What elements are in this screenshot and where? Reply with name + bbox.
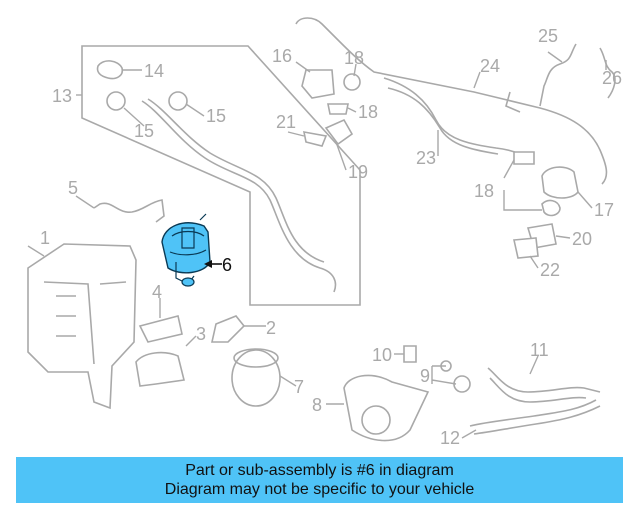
callout-15a: 15	[134, 121, 154, 141]
pump-17	[541, 166, 579, 199]
bracket-21	[302, 131, 328, 147]
valve-18-d	[541, 199, 561, 217]
callout-20: 20	[572, 229, 592, 249]
hose-23	[383, 77, 531, 163]
valve-18-c	[513, 151, 535, 165]
leader-lines	[27, 51, 607, 439]
callout-16: 16	[272, 46, 292, 66]
callout-23: 23	[416, 148, 436, 168]
banner-line-2: Diagram may not be specific to your vehi…	[164, 481, 475, 498]
callout-5: 5	[68, 178, 78, 198]
part-6-highlight	[161, 213, 211, 287]
callout-13: 13	[52, 86, 72, 106]
canister-1-detail	[43, 281, 127, 365]
callout-7: 7	[294, 377, 304, 397]
callout-3: 3	[196, 324, 206, 344]
callout-24: 24	[480, 56, 500, 76]
callout-12: 12	[440, 428, 460, 448]
callout-17: 17	[594, 200, 614, 220]
valve-10	[403, 345, 417, 363]
callout-22: 22	[540, 260, 560, 280]
callout-8: 8	[312, 395, 322, 415]
callout-10: 10	[372, 345, 392, 365]
callout-18c: 18	[474, 181, 494, 201]
callout-6: 6	[222, 255, 232, 275]
parts-diagram: 1 2 3 4 5 6 7 8 9 10 11 12 13 14 15 15 1…	[27, 17, 622, 448]
callout-25: 25	[538, 26, 558, 46]
callout-15b: 15	[206, 106, 226, 126]
canister-1	[27, 243, 137, 410]
bracket-3	[135, 351, 185, 387]
bracket-19	[324, 118, 354, 146]
hose-24-branch	[505, 91, 521, 113]
valve-4	[138, 315, 183, 343]
callout-14: 14	[144, 61, 164, 81]
hose-11	[487, 367, 601, 393]
grommet-9-b	[453, 375, 471, 393]
bracket-8-ring	[361, 405, 391, 435]
callout-21: 21	[276, 112, 296, 132]
bracket-18-b	[327, 103, 349, 115]
sensor-wire-26	[599, 47, 616, 99]
connector-2	[211, 315, 246, 343]
pump-7	[231, 349, 281, 407]
bracket-8	[343, 374, 430, 442]
callout-18a: 18	[344, 48, 364, 68]
callout-11: 11	[530, 340, 549, 360]
part-6-port	[181, 277, 195, 287]
hose-12	[469, 399, 597, 427]
sensor-wire-25	[539, 43, 577, 107]
callout-2: 2	[266, 318, 276, 338]
wiring-5	[93, 199, 165, 223]
hose-23-inner	[387, 87, 499, 155]
group-13-outline	[81, 45, 361, 306]
pump-7-top	[233, 348, 279, 368]
grommet-15-b	[168, 91, 188, 111]
banner-line-1: Part or sub-assembly is #6 in diagram	[185, 462, 454, 479]
hose-15	[141, 100, 337, 293]
hose-11-inner	[489, 377, 587, 403]
callout-9: 9	[420, 366, 430, 386]
hose-15-inner	[147, 98, 325, 263]
valve-18-a	[343, 73, 361, 91]
callout-19: 19	[348, 162, 368, 182]
caption-banner: Part or sub-assembly is #6 in diagram Di…	[16, 457, 623, 503]
callout-4: 4	[152, 282, 162, 302]
hose-12-inner	[473, 405, 601, 435]
clamp-14	[96, 60, 124, 80]
hose-24	[295, 17, 608, 185]
part-6-arrow	[204, 260, 212, 268]
bracket-22	[513, 237, 539, 259]
callout-26: 26	[602, 68, 622, 88]
grommet-15-a	[106, 91, 126, 111]
valve-16	[301, 69, 335, 99]
callout-1: 1	[40, 228, 50, 248]
callout-18b: 18	[358, 102, 378, 122]
